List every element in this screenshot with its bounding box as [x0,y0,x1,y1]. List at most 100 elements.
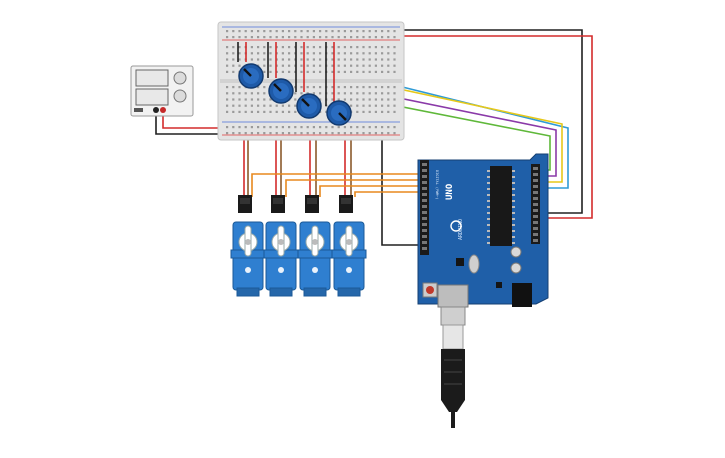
breadboard-hole [232,132,235,135]
breadboard-hole [288,126,291,129]
potentiometer-3[interactable]: potentiometer-knob [296,93,322,119]
breadboard-hole [275,36,278,39]
wire-servo3-signal [319,185,420,197]
breadboard-hole [368,98,371,101]
breadboard-hole [238,30,241,33]
breadboard-hole [331,52,334,55]
breadboard-hole [356,64,359,67]
breadboard-hole [288,52,291,55]
breadboard-hole [306,52,309,55]
breadboard-hole [244,36,247,39]
breadboard-hole [343,98,346,101]
breadboard-hole [319,98,322,101]
breadboard-hole [257,30,260,33]
breadboard-hole [381,30,384,33]
breadboard-hole [331,70,334,73]
breadboard-hole [238,58,241,61]
breadboard-hole [393,36,396,39]
arduino-infinity-logo [450,220,462,232]
breadboard-hole [350,92,353,95]
breadboard-hole [387,110,390,113]
breadboard-hole [356,36,359,39]
breadboard-hole [356,52,359,55]
pot-leg-wires [237,42,335,106]
breadboard-hole [269,36,272,39]
breadboard-hole [232,86,235,89]
breadboard-hole [393,52,396,55]
potentiometer-4[interactable]: potentiometer-knob [326,100,352,126]
supply-display-current [135,88,169,106]
breadboard-hole [350,70,353,73]
breadboard-hole [312,30,315,33]
breadboard-hole [387,70,390,73]
servo-1[interactable]: micro-servo [230,195,266,297]
breadboard-hole [269,98,272,101]
breadboard-hole [226,92,229,95]
breadboard-hole [257,92,260,95]
breadboard-hole [306,126,309,129]
breadboard-hole [226,104,229,107]
breadboard-hole [288,104,291,107]
breadboard-hole [306,46,309,49]
breadboard-hole [362,92,365,95]
breadboard-hole [319,126,322,129]
servo-4[interactable]: micro-servo [331,195,367,297]
breadboard-hole [356,58,359,61]
breadboard-hole [387,98,390,101]
potentiometer-1[interactable]: potentiometer-knob [238,63,264,89]
breadboard-hole [319,70,322,73]
wire-5v-rail-to-arduino [400,35,593,219]
breadboard-hole [374,92,377,95]
supply-knob-voltage [173,71,187,85]
breadboard-hole [288,64,291,67]
breadboard-hole [257,110,260,113]
breadboard-hole [368,64,371,67]
breadboard-hole [263,86,266,89]
breadboard-hole [281,64,284,67]
breadboard-hole [288,110,291,113]
servo-2[interactable]: micro-servo [263,195,299,297]
breadboard-hole [374,132,377,135]
breadboard-hole [294,92,297,95]
breadboard-hole [312,70,315,73]
breadboard-hole [381,64,384,67]
breadboard-hole [250,58,253,61]
breadboard-hole [337,52,340,55]
breadboard-hole [226,70,229,73]
breadboard-hole [362,30,365,33]
supply-terminal-negative [153,107,159,113]
breadboard-hole [263,104,266,107]
breadboard-hole [343,126,346,129]
breadboard-hole [356,110,359,113]
potentiometer-2[interactable]: potentiometer-knob [268,78,294,104]
breadboard-hole [337,86,340,89]
breadboard-hole [387,132,390,135]
breadboard-hole [350,64,353,67]
breadboard-hole [331,46,334,49]
breadboard-hole [343,70,346,73]
breadboard-hole [350,52,353,55]
wire-servo2-signal [285,179,420,197]
breadboard-hole [350,126,353,129]
breadboard-hole [238,36,241,39]
breadboard-hole [319,30,322,33]
breadboard-hole [374,110,377,113]
breadboard-hole [356,104,359,107]
breadboard-hole [337,30,340,33]
breadboard-hole [300,36,303,39]
dc-jack [512,283,532,307]
breadboard-hole [226,30,229,33]
breadboard-hole [238,46,241,49]
breadboard-hole [393,58,396,61]
breadboard-hole [312,64,315,67]
breadboard-hole [232,98,235,101]
breadboard-hole [312,36,315,39]
breadboard-hole [250,110,253,113]
breadboard-hole [387,30,390,33]
breadboard-hole [343,30,346,33]
breadboard-hole [368,110,371,113]
breadboard-hole [356,30,359,33]
power-supply: bench-power-supply [130,65,194,117]
breadboard-hole [263,92,266,95]
servo-3[interactable]: micro-servo [297,195,333,297]
